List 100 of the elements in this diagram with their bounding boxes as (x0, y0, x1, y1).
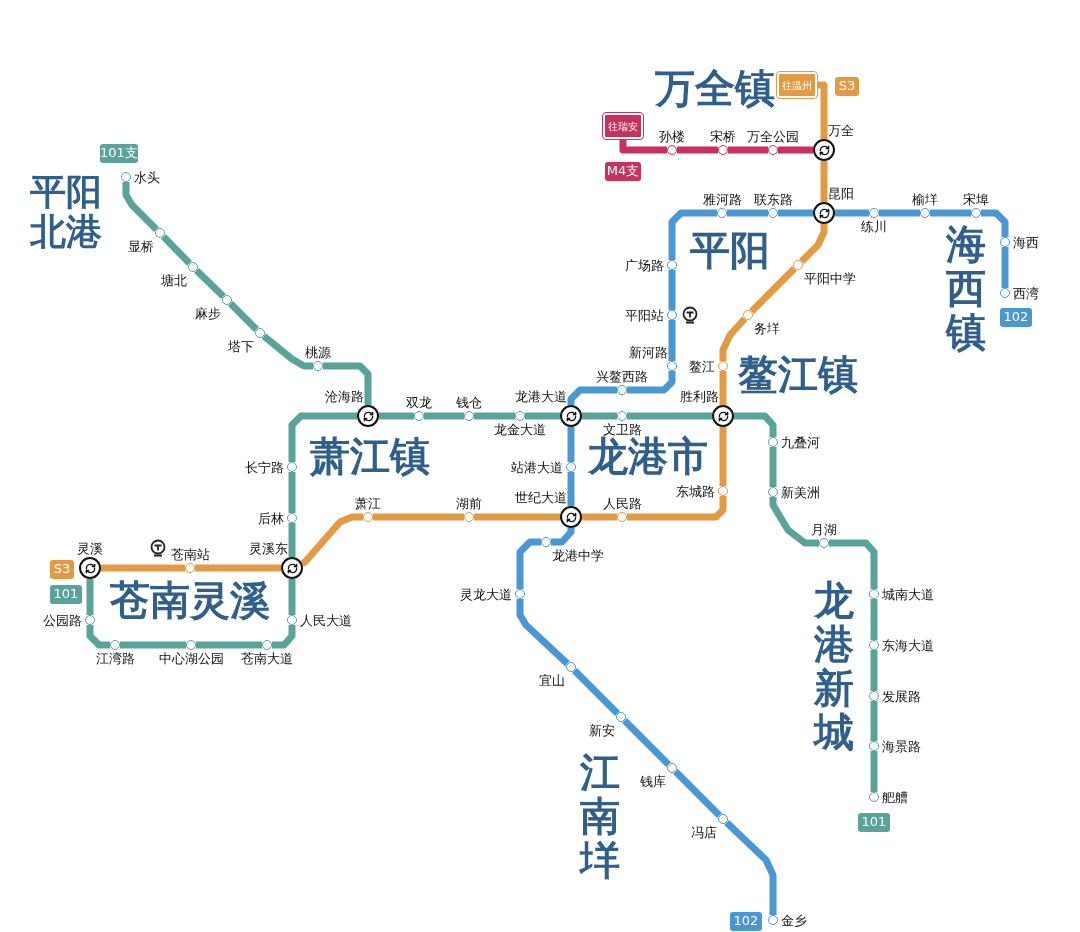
metro-line-segment (799, 224, 828, 264)
metro-line-segment (870, 751, 878, 792)
station-name: 龙港大道 (515, 390, 567, 403)
line-badge: 101支 (100, 143, 138, 163)
line-badge: M4支 (605, 161, 641, 181)
line-badge: 102 (730, 911, 762, 931)
station-name: 孙楼 (659, 130, 685, 143)
station-name: 海景路 (882, 739, 921, 753)
line-badge: S3 (50, 559, 74, 579)
metro-line-segment (820, 161, 828, 202)
station-name: 宋桥 (710, 130, 736, 143)
interchange-station (813, 139, 835, 161)
metro-line-segment (551, 528, 575, 546)
station-name: 月湖 (811, 523, 837, 536)
station-name: 东海大道 (882, 638, 934, 652)
metro-line-segment (261, 333, 313, 370)
metro-line-segment (379, 412, 414, 420)
metro-line-segment (474, 412, 515, 420)
station-name: 练川 (861, 220, 887, 233)
metro-line-segment (719, 371, 727, 405)
station-name: 龙港中学 (552, 549, 604, 562)
metro-line-segment (622, 718, 671, 767)
metro-line-segment (424, 412, 464, 420)
metro-line-segment (194, 267, 226, 300)
metro-line-segment (835, 209, 869, 217)
station-name: 长宁路 (245, 460, 284, 474)
metro-line-segment (619, 140, 667, 154)
metro-line-segment (829, 539, 878, 589)
metro-line-segment (288, 412, 357, 462)
station-name: 宜山 (539, 674, 565, 687)
station-name: 九叠河 (781, 435, 820, 449)
station-name: 水头 (134, 170, 160, 184)
line-badge: 102 (1000, 307, 1032, 327)
station-name: 龙金大道 (494, 423, 546, 436)
metro-line-segment (86, 625, 110, 649)
station-name: 务垟 (754, 322, 780, 335)
metro-line-segment (981, 209, 1009, 237)
metro-line-segment (778, 209, 813, 217)
station-name: 舥艚 (882, 790, 908, 804)
station-name: 灵溪 (77, 542, 103, 555)
metro-line-segment (567, 472, 575, 506)
metro-line-segment (195, 564, 281, 572)
station-name: 双龙 (406, 396, 432, 409)
station-name: 苍南站 (170, 548, 210, 561)
metro-line-segment (749, 266, 797, 314)
line-badge: 101 (858, 812, 890, 832)
metro-line-segment (728, 146, 768, 154)
station-name: 东城路 (676, 484, 715, 498)
metro-line-segment (101, 564, 185, 572)
metro-line-segment (627, 496, 727, 521)
interchange-station (813, 202, 835, 224)
metro-line-segment (567, 427, 575, 462)
metro-line-segment (673, 769, 722, 818)
line-badge: 101 (50, 584, 82, 604)
metro-line-segment (86, 579, 94, 615)
metro-line-segment (228, 301, 259, 332)
interchange-station (560, 506, 582, 528)
station-name: 万全公园 (747, 130, 799, 143)
metro-line-segment (272, 625, 296, 649)
station-name: 发展路 (882, 689, 921, 703)
metro-line-segment (870, 650, 878, 691)
metro-line-segment (120, 641, 186, 649)
interchange-station (560, 405, 582, 427)
metro-line-segment (769, 497, 819, 547)
station-name: 桃源 (305, 346, 331, 359)
district-name: 龙港新城 (814, 578, 854, 754)
station-name: 萧江 (355, 497, 381, 510)
metro-line-segment (582, 412, 617, 420)
station-name: 显桥 (128, 240, 154, 253)
station-name: 平阳站 (625, 308, 664, 322)
station-name: 昆阳 (828, 187, 854, 200)
metro-line-segment (373, 513, 464, 521)
station-name: 广场路 (625, 258, 664, 272)
station-name: 雅河路 (702, 193, 742, 206)
station-name: 胜利路 (680, 390, 719, 403)
station-name: 城南大道 (882, 587, 934, 601)
metro-line-segment (288, 579, 296, 615)
metro-line-segment (196, 641, 262, 649)
station-name: 新美洲 (781, 485, 820, 499)
metro-line-segment (323, 362, 372, 405)
metro-line-segment (677, 146, 718, 154)
station-name: 联东路 (753, 193, 793, 206)
interchange-station (281, 557, 303, 579)
metro-line-segment (288, 472, 296, 513)
metro-line-segment (727, 209, 768, 217)
station-name: 冯店 (691, 826, 717, 839)
station-name: 中心湖公园 (158, 652, 224, 665)
station-name: 后林 (258, 511, 284, 525)
metro-line-segment (122, 182, 159, 232)
station-name: 湖前 (456, 497, 482, 510)
metro-line-segment (879, 209, 920, 217)
metro-line-segment (734, 412, 777, 437)
metro-line-segment (516, 599, 570, 667)
district-name: 万全镇 (655, 66, 775, 110)
metro-line-segment (668, 270, 676, 310)
station-name: 公园路 (43, 613, 82, 627)
station-name: 站港大道 (511, 460, 563, 474)
station-name: 人民大道 (300, 613, 352, 627)
metro-line-segment (870, 701, 878, 741)
station-name: 塘北 (161, 274, 187, 287)
